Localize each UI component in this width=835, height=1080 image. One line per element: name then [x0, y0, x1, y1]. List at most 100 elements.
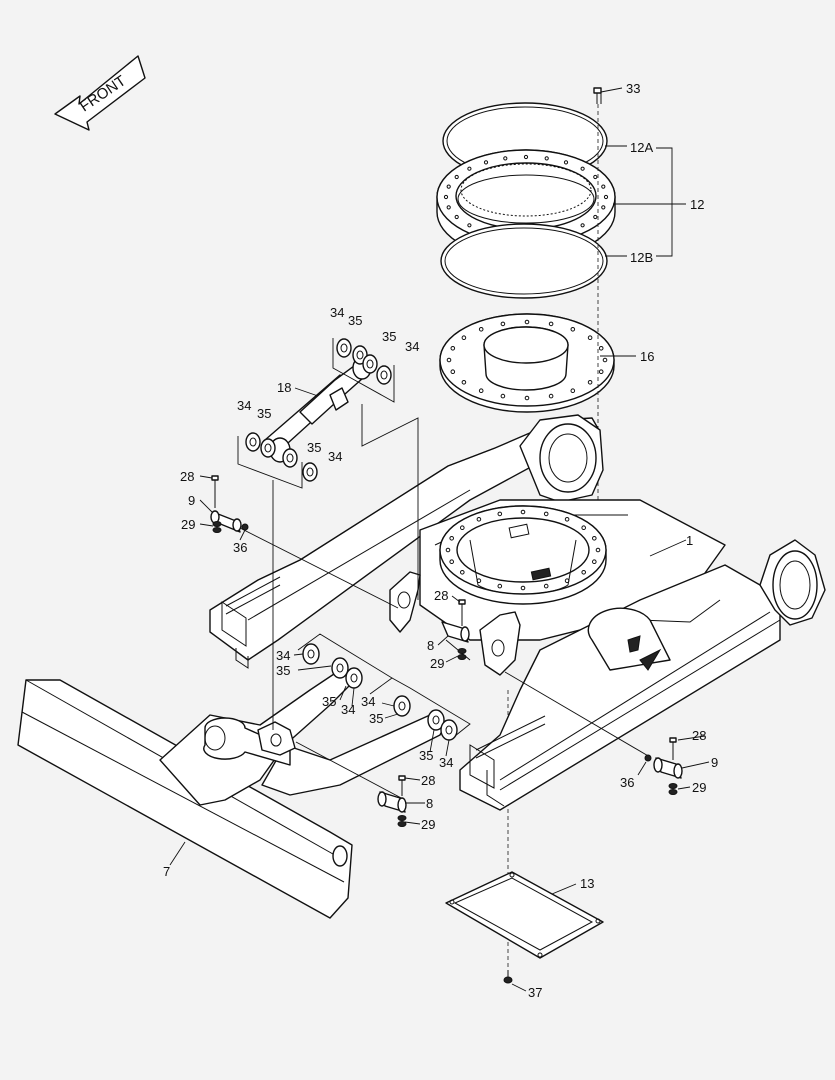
callout-35b: 35 [382, 329, 396, 344]
bolt-hole [564, 517, 570, 522]
callout-35f: 35 [322, 694, 336, 709]
bolt-hole [520, 585, 526, 591]
bolt-hole [548, 393, 554, 399]
callout-8a: 8 [427, 638, 434, 653]
bolt-hole [544, 156, 549, 161]
bolt-hole [524, 319, 530, 325]
cylinder-bushings [245, 338, 392, 482]
pin-9-right [644, 737, 683, 795]
bolt-hole [592, 559, 597, 565]
bolt-hole [446, 184, 451, 189]
callout-35d: 35 [307, 440, 321, 455]
bolt-hole [446, 205, 451, 210]
bolt-hole [601, 205, 606, 210]
bolt-hole [520, 509, 526, 515]
bolt-hole [454, 174, 459, 180]
bolt-hole [478, 327, 484, 332]
leader-lines [169, 87, 710, 992]
callout-36b: 36 [620, 775, 634, 790]
bolt-hole [548, 321, 554, 327]
bolt-hole [497, 511, 503, 517]
callout-12a: 12A [630, 140, 653, 155]
bolt-hole [500, 393, 506, 399]
frame-swing-bolt-holes [445, 509, 601, 591]
bolt-hole [461, 335, 467, 341]
bolt-hole [449, 559, 455, 565]
callout-34c: 34 [237, 398, 251, 413]
swing-bearing-12 [436, 149, 616, 260]
callout-9b: 9 [711, 755, 718, 770]
callout-35c: 35 [257, 406, 271, 421]
pin-8-lower [377, 775, 407, 827]
bolt-hole [580, 223, 585, 228]
bolt-hole [587, 380, 593, 385]
bolt-hole [483, 160, 489, 165]
bolt-hole [467, 223, 472, 228]
bolt-hole [476, 517, 482, 522]
callout-34a: 34 [330, 305, 344, 320]
bolt-hole [598, 369, 604, 375]
bolt-hole [443, 194, 449, 200]
callout-28b: 28 [434, 588, 448, 603]
bolt-hole [581, 570, 587, 575]
bolt-hole [450, 346, 456, 351]
callout-7: 7 [163, 864, 170, 879]
bolt-hole [593, 174, 598, 180]
callout-29c: 29 [421, 817, 435, 832]
bolt-hole [543, 583, 549, 589]
bolt-hole [570, 327, 576, 332]
bolt-37 [503, 970, 513, 984]
bolt-hole [450, 369, 456, 375]
bolt-hole [593, 214, 598, 220]
bolt-33 [593, 87, 602, 104]
lower-frame-1 [209, 414, 826, 811]
callout-34e: 34 [276, 648, 290, 663]
callout-12b: 12B [630, 250, 653, 265]
cover-plate-13 [445, 871, 604, 959]
callout-8b: 8 [426, 796, 433, 811]
bolt-hole [592, 536, 597, 541]
callout-9a: 9 [188, 493, 195, 508]
bolt-hole [580, 166, 585, 171]
callout-18: 18 [277, 380, 291, 395]
pin-8-center [441, 599, 470, 660]
callout-12: 12 [690, 197, 704, 212]
callout-29a: 29 [181, 517, 195, 532]
bolt-hole [460, 570, 465, 575]
bolt-hole [543, 511, 549, 517]
callout-16: 16 [640, 349, 654, 364]
seal-ring-12b [440, 223, 608, 299]
callout-28c: 28 [421, 773, 435, 788]
bolt-hole [461, 380, 467, 385]
bolt-hole [524, 395, 530, 401]
callout-35a: 35 [348, 313, 362, 328]
callout-34h: 34 [439, 755, 453, 770]
pin-9-left [210, 475, 249, 533]
bolt-hole [595, 547, 601, 553]
bolt-hole [478, 388, 484, 394]
bolt-hole [570, 388, 576, 394]
callout-35h: 35 [419, 748, 433, 763]
bolt-hole [587, 335, 593, 341]
bolt-hole [563, 160, 569, 165]
callout-33: 33 [626, 81, 640, 96]
bolt-hole [445, 547, 451, 553]
callout-37: 37 [528, 985, 542, 1000]
callout-29b: 29 [430, 656, 444, 671]
callout-13: 13 [580, 876, 594, 891]
bolt-hole [602, 357, 608, 363]
callout-35g: 35 [369, 711, 383, 726]
callout-29d: 29 [692, 780, 706, 795]
callout-34b: 34 [405, 339, 419, 354]
callout-36a: 36 [233, 540, 247, 555]
bolt-hole [460, 525, 465, 531]
bolt-hole [449, 536, 455, 541]
bolt-hole [503, 156, 508, 161]
callout-28d: 28 [692, 728, 706, 743]
bolt-hole [598, 346, 604, 351]
bolt-hole [523, 154, 529, 160]
callout-labels: 33 12A 12 12B 16 34 35 35 34 18 34 35 35… [163, 81, 718, 1000]
bolt-hole [497, 583, 503, 589]
